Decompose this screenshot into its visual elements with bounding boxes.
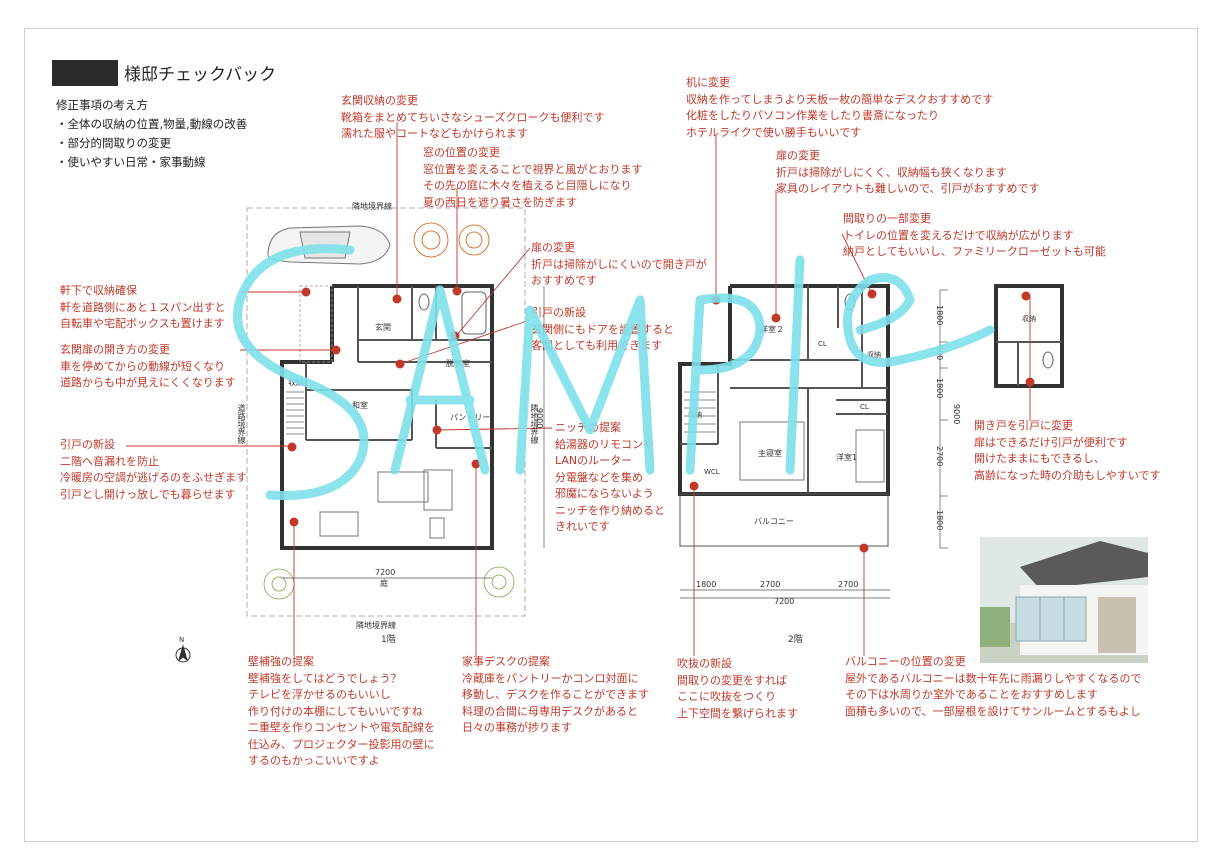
toilet-icon [418, 293, 430, 311]
north-label: N [179, 636, 185, 644]
dim-2f-r2: 900 [935, 345, 944, 361]
bathtub [461, 291, 487, 335]
floor-label-1f: 1階 [381, 635, 396, 645]
detail-room-storage: 収納 [1022, 315, 1036, 323]
annotation-void: 吹抜の新設間取りの変更をすればここに吹抜をつくり上下空間を繋げられます [677, 657, 798, 720]
dim-width-1f: 7200 [375, 568, 396, 577]
boundary-label-top: 隣地境界線 [352, 202, 392, 211]
dim-2f-b: 2700 [760, 580, 781, 589]
toilet-icon [1042, 351, 1054, 369]
sunroom-photo [980, 537, 1148, 663]
boundary-label-bottom: 隣地境界線 [356, 621, 396, 630]
room-youshitsu2: 洋室２ [760, 325, 784, 334]
annotation-door-2f: 扉の変更折戸は掃除がしにくく、収納幅も狭くなります家具のレイアウトも難しいので、… [776, 149, 1040, 195]
dim-2f-r5: 1800 [935, 510, 944, 531]
dim-2f-total: 7200 [774, 597, 795, 606]
annotation-wall-reinforcement: 壁補強の提案壁補強をしてはどうでしょう？テレビを浮かせるのもいいし作り付けの本棚… [248, 655, 435, 767]
car-icon [267, 225, 391, 265]
toilet-icon [844, 293, 856, 311]
room-storage2-2f: 収納 [688, 411, 702, 419]
annotation-genkan-storage: 玄関収納の変更靴箱をまとめてちいさなシューズクロークも便利です濡れた服やコートな… [341, 94, 605, 140]
annotation-entrance-door: 玄関扉の開き方の変更車を停めてからの動線が短くなり道路からも中が見えにくくなりま… [60, 343, 236, 389]
dim-depth-1f: 9000 [535, 408, 544, 429]
detail-plan-walls [994, 284, 1064, 388]
annotation-balcony-position: バルコニーの位置の変更屋外であるバルコニーは数十年先に雨漏りしやすくなるのでその… [845, 655, 1142, 718]
kitchen-furniture [319, 469, 453, 539]
annotation-sliding-door-2f: 開き戸を引戸に変更扉はできるだけ引戸が便利です開けたままにもできるし、高齢になっ… [974, 419, 1161, 482]
annotation-layout-change-2f: 間取りの一部変更トイレの位置を変えるだけで収納が広がります納戸としてもいいし、フ… [843, 212, 1106, 258]
room-storage: 収納 [288, 378, 304, 387]
room-washroom: 脱衣室 [446, 359, 470, 368]
room-genkan: 玄関 [375, 323, 391, 332]
stairs-icon [286, 391, 304, 435]
dim-2f-r4: 2700 [935, 446, 944, 467]
principles-heading: 修正事項の考え方 [56, 98, 148, 112]
room-shinshitsu: 主寝室 [758, 449, 782, 458]
room-cl-small: CL [818, 340, 827, 348]
room-balcony: バルコニー [754, 517, 794, 526]
tree-icon [413, 222, 490, 258]
annotation-window-position: 窓の位置の変更窓位置を変えることで視界と風がとおりますその先の庭に木々を植えると… [423, 146, 643, 209]
principle-item: ・部分的間取りの変更 [56, 136, 171, 150]
dim-2f-r3: 1800 [935, 378, 944, 399]
dim-2f-depth: 9000 [952, 404, 961, 425]
floor-label-2f: 2階 [788, 635, 803, 645]
principle-item: ・全体の収納の位置,物量,動線の改善 [56, 117, 248, 131]
balcony-outline [679, 493, 889, 547]
room-youshitsu1: 洋室1 [836, 453, 858, 462]
garden-label: 庭 [380, 579, 388, 588]
room-pantry: パントリー [450, 413, 491, 422]
page-frame [24, 28, 1198, 842]
north-arrow-icon [175, 644, 191, 663]
annotation-eaves-storage: 軒下で収納確保軒を道路側にあと１スパン出すと自転車や宅配ボックスも置けます [60, 284, 226, 330]
annotation-desk-2f: 机に変更収納を作ってしまうより天板一枚の簡単なデスクおすすめです化粧をしたりパソ… [686, 76, 994, 139]
annotation-sliding-door-1f: 引戸の新設玄関側にもドアを設置すると客間としても利用できます [531, 306, 674, 352]
room-storage-2f: 収納 [867, 351, 881, 359]
revision-principles: 修正事項の考え方 ・全体の収納の位置,物量,動線の改善 ・部分的間取りの変更 ・… [56, 96, 247, 172]
page-title: 様邸チェックバック [124, 65, 277, 85]
room-wcl: WCL [704, 468, 720, 476]
principle-item: ・使いやすい日常・家事動線 [56, 155, 206, 169]
redacted-name-block [52, 60, 118, 86]
annotation-door-1f: 扉の変更折戸は掃除がしにくいので開き戸がおすすめです [531, 241, 707, 287]
room-cl: CL [860, 403, 869, 411]
dim-2f-c: 2700 [838, 580, 859, 589]
room-washitsu: 和室 [352, 401, 368, 410]
annotation-sliding-door-stair: 引戸の新設二階へ音漏れを防止冷暖房の空調が逃げるのをふせぎます引戸とし開けっ放し… [60, 438, 247, 501]
annotation-housework-desk: 家事デスクの提案冷蔵庫をパントリーかコンロ対面に移動し、デスクを作ることができま… [462, 655, 649, 734]
dim-2f-r1: 1800 [935, 305, 944, 326]
dim-2f-a: 1800 [696, 580, 717, 589]
